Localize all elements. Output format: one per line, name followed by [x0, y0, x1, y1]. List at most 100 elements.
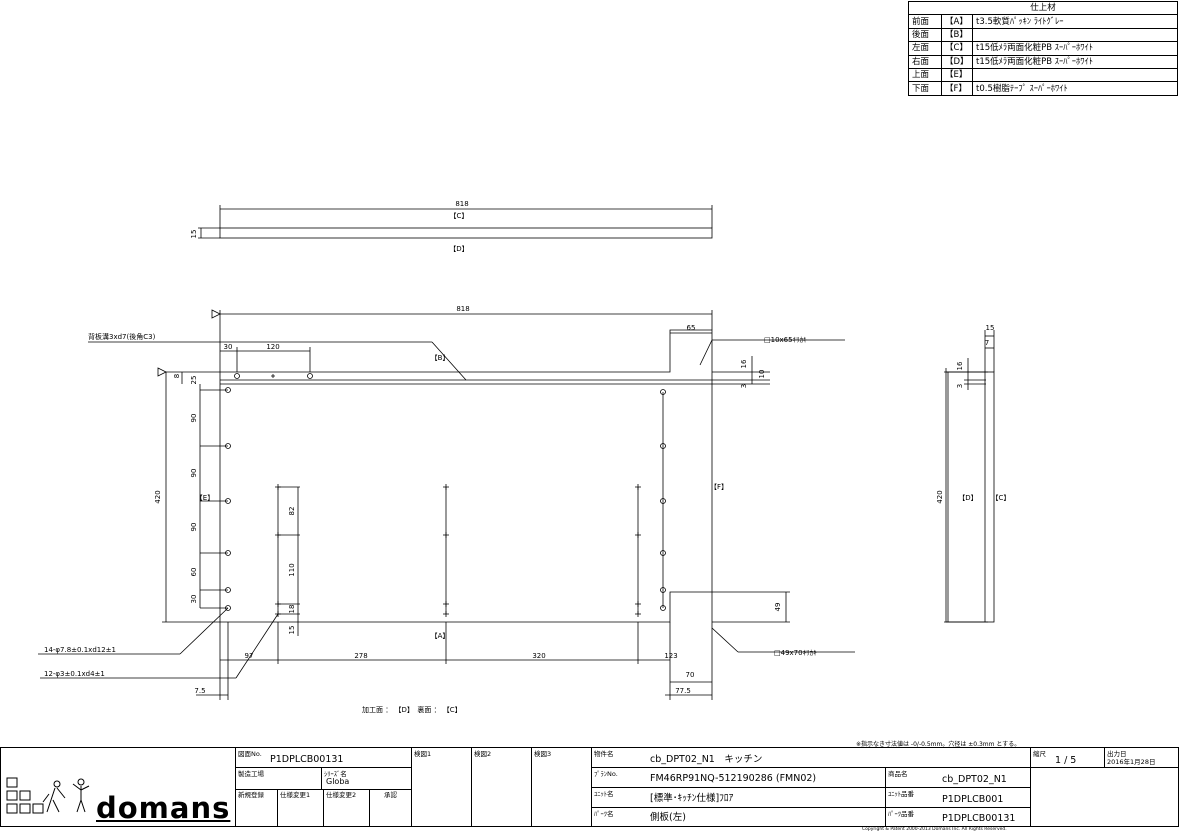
product-cell: 商品名 cb_DPT02_N1	[886, 768, 1031, 788]
edge-offset: 7.5	[194, 687, 205, 695]
product-label: 商品名	[888, 770, 908, 778]
property-value: cb_DPT02_N1 キッチン	[650, 754, 763, 765]
change2-cell: 仕様変更2	[324, 790, 370, 827]
hole-mark	[225, 387, 231, 393]
machining-note: 加工面 ： 【D】 裏面 ： 【C】	[362, 705, 462, 714]
check3-label: 検図3	[534, 750, 552, 758]
drawing-no: P1DPLCB00131	[270, 754, 344, 765]
scale-cell: 縮尺 1 / 5	[1031, 748, 1105, 768]
groove-dim-30: 30	[224, 343, 233, 351]
finish-table-title: 仕上材	[908, 0, 1178, 16]
hole-note-2: 12-φ3±0.1xd4±1	[44, 670, 105, 678]
check2-cell: 検図2	[472, 748, 532, 827]
change2-label: 仕様変更2	[326, 791, 357, 799]
label-left: 【E】	[196, 494, 214, 502]
side-small: 7	[985, 339, 989, 347]
hole-mark	[660, 605, 666, 611]
hole-mark	[275, 484, 281, 490]
side-view-panel	[944, 330, 995, 623]
notch-bottom-h: 49	[774, 603, 782, 612]
unit-no-cell: ﾕﾆｯﾄ品番 P1DPLCB001	[886, 788, 1031, 808]
series-label: ｼﾘｰｽﾞ名	[324, 770, 347, 778]
notch-bottom-w: 70	[686, 671, 695, 679]
side-label-c: 【C】	[992, 494, 1011, 502]
plan-cell: ﾌﾟﾗﾝNo. FM46RP91NQ-512190286 (FMN02)	[592, 768, 886, 788]
check3-cell: 検図3	[532, 748, 592, 827]
product-value: cb_DPT02_N1	[942, 774, 1007, 785]
bottom-dim-97: 97	[245, 652, 254, 660]
finish-row: 後面【B】	[908, 27, 1178, 43]
date-cell: 出力日 2016年1月28日	[1105, 748, 1179, 768]
label-back: 【B】	[431, 354, 450, 362]
hole-mark	[660, 550, 666, 556]
side-d1: 16	[956, 361, 964, 370]
finish-row: 下面【F】t0.5樹脂ﾃｰﾌﾟ ｽｰﾊﾟｰﾎﾜｲﾄ	[908, 81, 1178, 96]
notch-bottom-label: □49x70ｷﾘｶｷ	[774, 649, 817, 657]
part-value: 側板(左)	[650, 812, 686, 823]
hole-note-1: 14-φ7.8±0.1xd12±1	[44, 646, 116, 654]
side-height: 420	[936, 490, 944, 503]
series-value: Globa	[326, 777, 350, 786]
change1-cell: 仕様変更1	[278, 790, 324, 827]
groove-dim-8: 8	[173, 374, 181, 378]
label-right: 【F】	[710, 483, 728, 491]
hole-mark	[443, 611, 449, 617]
series-cell: ｼﾘｰｽﾞ名 Globa	[322, 768, 412, 790]
notch-top-e: 10	[758, 370, 766, 379]
top-view-panel	[198, 205, 713, 239]
hole-mark	[443, 601, 449, 607]
check1-label: 検図1	[414, 750, 432, 758]
tolerance-note: ※指示なき寸法値は -0/-0.5mm。穴径は ±0.3mm とする。	[856, 741, 1021, 748]
left-v-2: 90	[190, 469, 198, 478]
hole-mark	[225, 605, 231, 611]
approval-label: 承認	[384, 791, 397, 799]
drawing-no-cell: 図面No. P1DPLCB00131	[236, 748, 412, 768]
new-reg-cell: 新規登録	[236, 790, 278, 827]
hole-mark	[660, 389, 666, 395]
groove-dim-120: 120	[266, 343, 279, 351]
hole-mark	[635, 532, 641, 538]
unit-cell: ﾕﾆｯﾄ名 [標準･ｷｯﾁﾝ仕様]ﾌﾛｱ	[592, 788, 886, 808]
unit-no-label: ﾕﾆｯﾄ品番	[888, 790, 914, 798]
hole-mark	[271, 374, 275, 378]
check2-label: 検図2	[474, 750, 492, 758]
finish-row: 前面【A】t3.5軟質ﾊﾟｯｷﾝ ﾗｲﾄｸﾞﾚｰ	[908, 14, 1178, 29]
inner-v-2: 110	[288, 563, 296, 576]
hole-mark	[275, 532, 281, 538]
groove-dim-25: 25	[190, 376, 198, 385]
check1-cell: 検図1	[412, 748, 472, 827]
title-block: domans 図面No. P1DPLCB00131 製造工場 ｼﾘｰｽﾞ名 Gl…	[0, 747, 1179, 827]
top-view-width: 818	[455, 200, 468, 208]
hole-mark	[443, 484, 449, 490]
hole-mark	[234, 373, 240, 379]
hole-mark	[225, 443, 231, 449]
top-view-label-c: 【C】	[450, 212, 469, 220]
logo-icon	[6, 777, 90, 814]
part-no-cell: ﾊﾟｰﾂ品番 P1DPLCB00131	[886, 808, 1031, 827]
approval-cell: 承認	[370, 790, 412, 827]
left-v-3: 90	[190, 523, 198, 532]
top-view-thickness: 15	[190, 230, 198, 239]
main-width: 818	[456, 305, 469, 313]
hole-mark	[225, 498, 231, 504]
side-d2: 3	[956, 384, 964, 388]
date-label: 出力日	[1107, 750, 1127, 758]
left-v-5: 30	[190, 595, 198, 604]
hole-marks	[225, 373, 666, 617]
logo-cell: domans	[1, 748, 236, 827]
finish-row: 左面【C】t15低ﾒﾗ両面化粧PB ｽｰﾊﾟｰﾎﾜｲﾄ	[908, 41, 1178, 56]
copyright-text: Copyright & Patent 2000-2013 Domans Inc.…	[862, 827, 1007, 832]
bottom-dim-278: 278	[354, 652, 367, 660]
finish-row: 右面【D】t15低ﾒﾗ両面化粧PB ｽｰﾊﾟｰﾎﾜｲﾄ	[908, 54, 1178, 69]
hole-mark	[660, 498, 666, 504]
hole-mark	[225, 587, 231, 593]
part-no-value: P1DPLCB00131	[942, 813, 1016, 824]
part-cell: ﾊﾟｰﾂ名 側板(左)	[592, 808, 886, 827]
notch-bottom-total: 77.5	[675, 687, 691, 695]
scale-value: 1 / 5	[1055, 755, 1077, 766]
inner-v-3: 18	[288, 605, 296, 614]
drawing-no-label: 図面No.	[238, 750, 262, 758]
plan-label: ﾌﾟﾗﾝNo.	[594, 770, 618, 778]
main-height: 420	[154, 490, 162, 503]
